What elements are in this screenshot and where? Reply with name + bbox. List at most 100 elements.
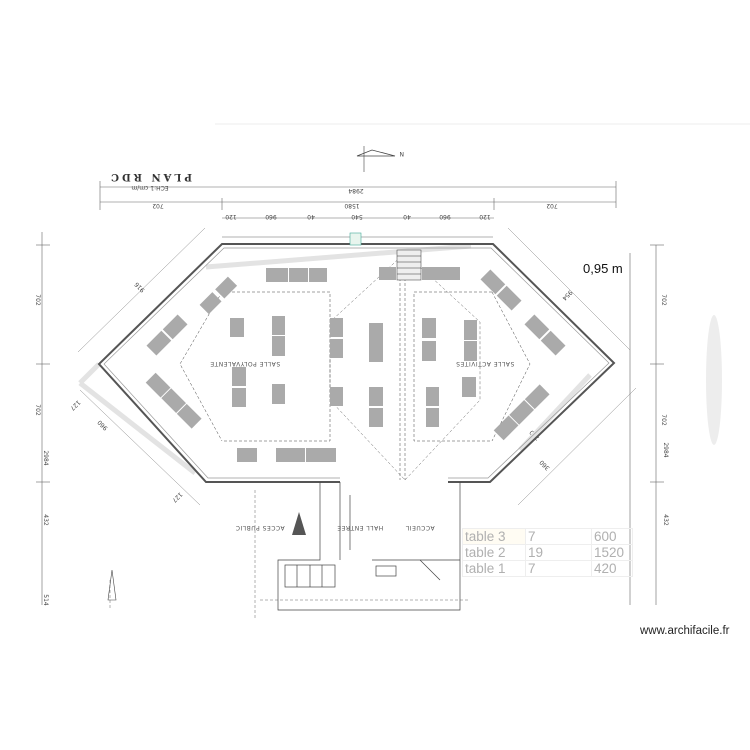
legend-count: 19 [525, 544, 592, 561]
table [232, 367, 246, 386]
table [493, 415, 519, 441]
legend-length: 420 [591, 560, 633, 577]
table [496, 285, 522, 311]
svg-text:702: 702 [546, 202, 558, 209]
plan-title: PLAN RDC ECH:1 cm/m [108, 171, 192, 191]
svg-text:N: N [400, 150, 405, 157]
table [266, 268, 288, 282]
svg-text:432: 432 [42, 514, 49, 526]
svg-text:120: 120 [479, 213, 491, 220]
legend-length: 600 [591, 528, 633, 545]
svg-text:127: 127 [170, 491, 183, 504]
exit-sign-icon [349, 232, 362, 246]
table [462, 377, 476, 397]
label-salle-polyvalente: SALLE POLYVALENTE [210, 360, 280, 367]
diagonal-dimension-lines [77, 227, 637, 506]
annex-walls [277, 482, 461, 611]
staircase [396, 249, 422, 281]
table [146, 330, 172, 356]
table [145, 372, 171, 398]
legend-row: table 1 7 420 [462, 560, 633, 577]
table [289, 268, 308, 282]
table [330, 387, 343, 406]
north-arrow-icon: N [356, 146, 405, 172]
table [272, 384, 285, 404]
legend-name: table 3 [462, 528, 526, 545]
svg-text:954: 954 [560, 289, 573, 302]
legend-name: table 2 [462, 544, 526, 561]
svg-text:960: 960 [96, 418, 109, 431]
svg-text:127: 127 [68, 399, 81, 412]
table [237, 448, 257, 462]
table [464, 341, 477, 361]
table [422, 318, 436, 338]
table [272, 336, 285, 356]
table [230, 318, 244, 337]
svg-text:1580: 1580 [344, 202, 359, 209]
legend-row: table 3 7 600 [462, 528, 633, 545]
table [369, 323, 383, 362]
tables-layout [145, 267, 566, 462]
exterior-walls [97, 243, 616, 483]
entrance-arrow-icon [292, 512, 306, 535]
svg-text:2984: 2984 [348, 187, 363, 194]
table [162, 314, 188, 340]
svg-text:40: 40 [307, 213, 315, 220]
svg-text:PLAN RDC: PLAN RDC [108, 171, 192, 182]
table [272, 316, 285, 335]
table [232, 388, 246, 407]
svg-text:960: 960 [265, 213, 277, 220]
central-stage-hatch [345, 310, 365, 410]
table [480, 269, 506, 295]
svg-text:120: 120 [225, 213, 237, 220]
svg-text:702: 702 [34, 294, 41, 306]
legend-count: 7 [525, 528, 592, 545]
label-accueil: ACCUEIL [405, 524, 434, 531]
table [524, 314, 550, 340]
table [422, 267, 460, 280]
table [369, 387, 383, 406]
side-dimension-labels: 702 702 2984 432 514 702 702 2984 432 [34, 294, 669, 606]
table [276, 448, 305, 462]
svg-text:ECH:1 cm/m: ECH:1 cm/m [131, 184, 168, 191]
svg-text:702: 702 [34, 404, 41, 416]
table [176, 403, 202, 429]
label-salle-activites: SALLE ACTIVITES [456, 360, 515, 367]
label-hall-entree: HALL ENTREE [337, 524, 383, 531]
svg-text:2984: 2984 [662, 442, 669, 457]
svg-text:540: 540 [351, 213, 363, 220]
table [422, 341, 436, 361]
table [426, 387, 439, 406]
table-legend: table 3 7 600 table 2 19 1520 table 1 7 … [462, 528, 633, 577]
legend-row: table 2 19 1520 [462, 544, 633, 561]
north-arrow-small-icon [107, 569, 117, 601]
table [540, 330, 566, 356]
annex-dashed [109, 490, 470, 620]
label-acces-public: ACCES PUBLIC [235, 524, 284, 531]
scale-annotation: 0,95 m [583, 261, 623, 276]
table [330, 318, 343, 337]
side-dimension-lines [36, 232, 664, 605]
table [426, 408, 439, 427]
svg-text:702: 702 [660, 294, 667, 306]
table [369, 408, 383, 427]
legend-count: 7 [525, 560, 592, 577]
archifacile-watermark-link[interactable]: www.archifacile.fr [640, 625, 730, 637]
table [379, 267, 396, 280]
svg-text:360: 360 [538, 458, 551, 471]
table [199, 292, 222, 315]
table [309, 268, 327, 282]
svg-text:514: 514 [42, 594, 49, 606]
highlight-paths [78, 243, 592, 475]
svg-text:702: 702 [660, 414, 667, 426]
table [330, 339, 343, 358]
table [161, 388, 187, 414]
scan-noise [706, 315, 722, 445]
legend-length: 1520 [591, 544, 633, 561]
svg-text:40: 40 [403, 213, 411, 220]
diagonal-dimension-labels: 916 954 127 960 720 360 127 [68, 280, 573, 503]
top-dimension-labels: 2984 702 1580 702 120 960 40 540 40 960 … [152, 187, 558, 220]
svg-text:702: 702 [152, 202, 164, 209]
